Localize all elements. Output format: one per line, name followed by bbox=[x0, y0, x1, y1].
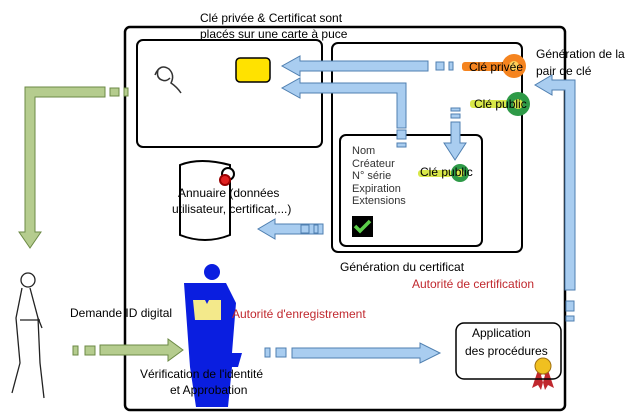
card-caption-line1: Clé privée & Certificat sont bbox=[200, 11, 343, 25]
public-key-icon bbox=[470, 92, 530, 116]
directory-label-line1: Annuaire (données bbox=[178, 186, 279, 200]
certificate-field: N° série bbox=[352, 170, 391, 182]
certificate-to-directory-arrow bbox=[257, 218, 324, 240]
identity-verification-line2: et Approbation bbox=[170, 383, 247, 397]
private-key-to-card-arrow bbox=[280, 55, 429, 77]
certificate-to-card-arrow bbox=[280, 77, 407, 129]
portrait-icon bbox=[154, 66, 182, 94]
green-arrows bbox=[18, 86, 184, 362]
digital-id-request-label: Demande ID digital bbox=[70, 306, 172, 320]
registration-officer-icon bbox=[184, 264, 242, 407]
certificate-field: Extensions bbox=[352, 195, 406, 207]
certificate-public-key-icon bbox=[418, 164, 469, 182]
certificate-box bbox=[339, 134, 483, 247]
directory-label-line2: utilisateur, certificat,...) bbox=[172, 202, 291, 216]
key-pair-generation-line2: pair de clé bbox=[536, 64, 592, 78]
request-arrow bbox=[99, 338, 184, 362]
seal-ribbon-icon bbox=[532, 357, 554, 390]
identity-verification-line1: Vérification de l'identité bbox=[140, 367, 263, 381]
chip-icon bbox=[235, 57, 271, 83]
certificate-generation-label: Génération du certificat bbox=[340, 260, 465, 274]
card-caption-line2: placés sur une carte à puce bbox=[200, 27, 348, 41]
certification-authority-label: Autorité de certification bbox=[412, 277, 534, 291]
user-figure-icon bbox=[11, 272, 45, 399]
certificate-field: Expiration bbox=[352, 183, 401, 195]
private-key-icon bbox=[462, 54, 526, 78]
certificate-field: Nom bbox=[352, 145, 375, 157]
certification-authority-box bbox=[331, 42, 523, 253]
procedures-label-line1: Application bbox=[472, 326, 531, 340]
registration-to-procedures-arrow bbox=[291, 342, 442, 364]
procedures-to-keygen-arrow bbox=[534, 74, 576, 291]
private-key-label: Clé privée bbox=[469, 60, 523, 74]
card-to-user-arrow bbox=[18, 86, 106, 249]
public-key-to-certificate-arrow bbox=[443, 121, 467, 161]
procedures-label-line2: des procédures bbox=[465, 344, 548, 358]
public-key-label: Clé public bbox=[474, 97, 527, 111]
registration-authority-label: Autorité d'enregistrement bbox=[232, 307, 366, 321]
certificate-public-key-label: Clé public bbox=[420, 165, 473, 179]
certificate-field: Créateur bbox=[352, 158, 395, 170]
blue-arrows bbox=[257, 55, 576, 364]
directory-scroll-icon bbox=[179, 160, 235, 241]
key-pair-generation-line1: Génération de la bbox=[536, 47, 625, 61]
smart-card bbox=[136, 39, 323, 148]
procedures-box bbox=[455, 322, 562, 380]
